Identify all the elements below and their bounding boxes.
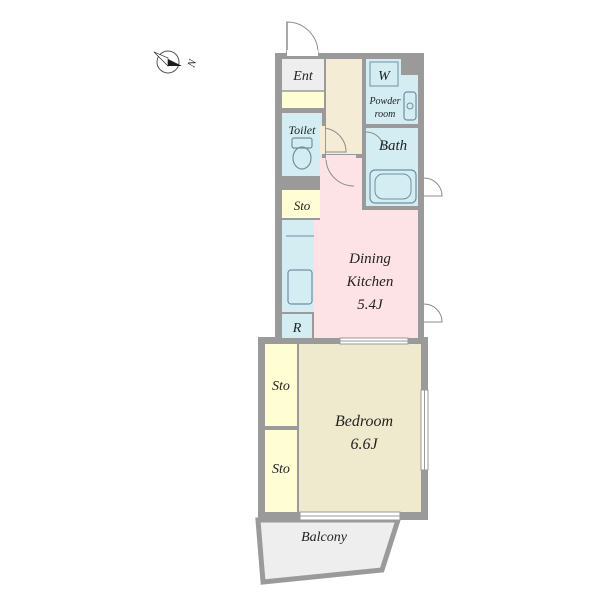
compass-north-label: N (185, 57, 199, 70)
kitchen-sink-icon (287, 269, 313, 305)
bedroom-floor (299, 344, 421, 512)
dining-kitchen-floor (314, 158, 418, 338)
hallway-floor (326, 59, 362, 154)
bedroom-label: Bedroom (335, 413, 393, 430)
refrigerator-space (282, 314, 312, 338)
bathtub-inner-icon (374, 173, 412, 200)
compass-needle-light (153, 51, 169, 67)
bath-label: Bath (379, 138, 407, 154)
toilet-tank-icon (291, 137, 313, 149)
washer-label: W (378, 69, 391, 84)
powder-room-extension (401, 75, 418, 89)
kitchen-storage-floor (282, 190, 320, 218)
toilet-floor (282, 113, 322, 176)
hall-door-opening (326, 155, 356, 160)
balcony-inner (266, 526, 390, 574)
entrance-shoe-storage (282, 91, 324, 108)
bath-door-swing (365, 131, 385, 151)
entrance-label: Ent (292, 69, 314, 84)
compass-ring (156, 50, 180, 74)
washer-space-outline (369, 61, 399, 87)
compass: N (153, 50, 200, 74)
kitchen-storage-label: Sto (294, 198, 311, 213)
bedroom-size: 6.6J (350, 436, 378, 453)
hall-door-swing (325, 157, 355, 187)
powder-room-label-line1: Powder (368, 96, 400, 107)
kitchen-window-swing (423, 303, 443, 323)
dining-kitchen-label-line1: Dining (348, 251, 391, 267)
entrance-door-swing (286, 21, 319, 54)
toilet-bowl-icon (292, 146, 312, 170)
dining-kitchen-label-line2: Kitchen (346, 274, 394, 290)
bath-floor (366, 128, 418, 206)
entrance-floor (282, 59, 324, 91)
refrigerator-label: R (292, 321, 302, 336)
dining-kitchen-size: 5.4J (357, 297, 384, 313)
powder-room-label-line2: room (375, 109, 396, 120)
bathtub-icon (369, 169, 417, 204)
toilet-door-swing (321, 127, 347, 153)
toilet-label: Toilet (289, 123, 317, 137)
balcony-label: Balcony (301, 530, 348, 545)
powder-room-floor (366, 89, 418, 124)
toilet-door-opening (320, 126, 325, 154)
bedroom-storage-upper-floor (265, 344, 297, 426)
entrance-door-opening (287, 50, 318, 56)
kitchen-counter (282, 220, 316, 312)
bedroom-storage-upper-label: Sto (272, 379, 290, 394)
bedroom-storage-lower-floor (265, 430, 297, 512)
washer-area (366, 59, 401, 89)
washbasin-icon (403, 91, 417, 121)
washbasin-drain-icon (406, 102, 414, 110)
bedroom-storage-lower-label: Sto (272, 462, 290, 477)
bath-window-swing (423, 177, 443, 197)
